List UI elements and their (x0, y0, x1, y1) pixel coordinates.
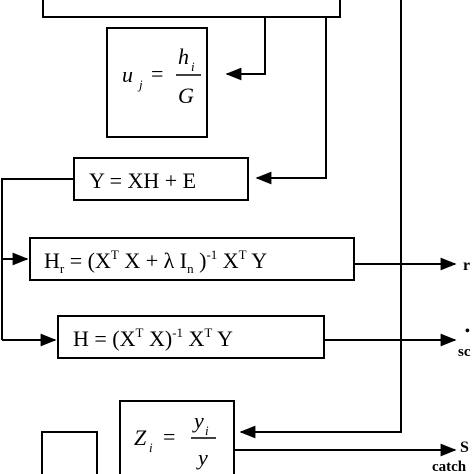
ridge-p1-sub: r (60, 261, 65, 276)
ols-p3: X (183, 326, 205, 351)
z-formula-eq: = (163, 424, 175, 449)
ridge-p6: Y (247, 248, 268, 273)
z-formula-num-sub: i (205, 423, 209, 438)
ridge-p4-sup: -1 (206, 247, 217, 262)
ridge-output-label: r (463, 257, 470, 274)
ols-p2-sup: -1 (172, 325, 183, 340)
z-formula-den: y (196, 445, 208, 470)
ridge-p4: ) (194, 248, 207, 273)
connector-top-to-u (225, 17, 266, 81)
u-formula-num-sub: i (191, 59, 195, 74)
connector-right-to-z (255, 17, 327, 185)
z-formula: Z i = y i y (134, 408, 216, 470)
ridge-p3-sub: n (187, 261, 194, 276)
ols-p3-sup: T (204, 325, 212, 340)
u-formula-box (106, 27, 208, 138)
u-formula: u j = h i G (122, 44, 201, 108)
ridge-box (29, 237, 355, 281)
u-formula-lhs: u (122, 62, 133, 87)
u-formula-num: h (178, 44, 189, 69)
top-box (42, 0, 341, 18)
y-model-text: Y = XH + E (89, 168, 196, 193)
ols-formula: H = (XT X)-1 XT Y (73, 325, 233, 351)
z-output-label-1: S (460, 439, 469, 456)
z-formula-lhs: Z (134, 425, 147, 450)
ridge-p2-sup: T (111, 247, 119, 262)
ols-box (57, 315, 325, 359)
u-formula-sub: j (137, 77, 143, 92)
ols-output-label: sc (458, 344, 471, 360)
bottom-left-box (41, 431, 98, 474)
u-formula-eq: = (151, 61, 163, 86)
ridge-p2: = (X (64, 248, 111, 273)
ridge-p5-sup: T (239, 247, 247, 262)
ols-p1: H = (X (73, 326, 136, 351)
ridge-p5: X (217, 248, 239, 273)
u-formula-den: G (178, 83, 194, 108)
ols-p1-sup: T (136, 325, 144, 340)
connector-far-right-vertical (239, 0, 402, 439)
ridge-p3: X + λ I (119, 248, 187, 273)
ridge-formula: Hr = (XT X + λ In )-1 XT Y (44, 247, 267, 276)
ols-p4: Y (212, 326, 233, 351)
ols-p2: X) (143, 326, 172, 351)
connector-left-bus (1, 178, 74, 340)
z-formula-sub: i (149, 440, 153, 455)
ridge-p1: H (44, 248, 60, 273)
ols-output-dot: • (465, 324, 470, 339)
z-formula-num: y (192, 408, 204, 433)
z-output-label-2: catch (432, 459, 467, 474)
z-formula-box (119, 400, 235, 474)
